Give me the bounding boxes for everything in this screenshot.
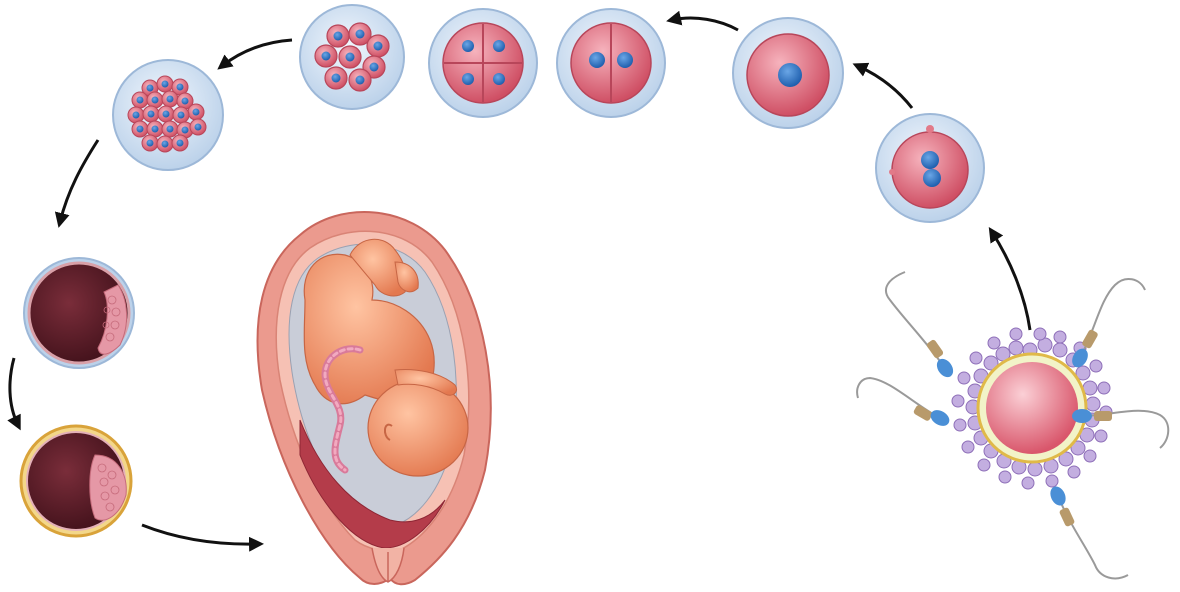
implanting-blastocyst-icon — [21, 426, 131, 536]
arrow-icon — [672, 18, 738, 30]
two-cell-embryo-icon — [557, 9, 665, 117]
morula-icon — [113, 60, 223, 170]
zygote-two-pronuclei-icon — [876, 114, 984, 222]
sperm-icon — [1047, 484, 1128, 578]
arrow-icon — [992, 232, 1030, 330]
fetus-in-uterus-icon — [258, 212, 491, 584]
sperm-icon — [1069, 279, 1145, 370]
arrow-icon — [60, 140, 98, 222]
fertilization-sperm-egg-icon — [857, 272, 1168, 578]
sperm-icon — [886, 272, 956, 380]
arrow-icon — [858, 66, 912, 108]
arrow-icon — [10, 358, 18, 425]
blastocyst-icon — [24, 258, 134, 368]
sperm-icon — [857, 378, 952, 429]
arrow-icon — [222, 40, 292, 66]
zygote-single-nucleus-icon — [733, 18, 843, 128]
four-cell-embryo-icon — [429, 9, 537, 117]
eight-cell-embryo-icon — [300, 5, 404, 109]
arrow-icon — [142, 525, 258, 544]
